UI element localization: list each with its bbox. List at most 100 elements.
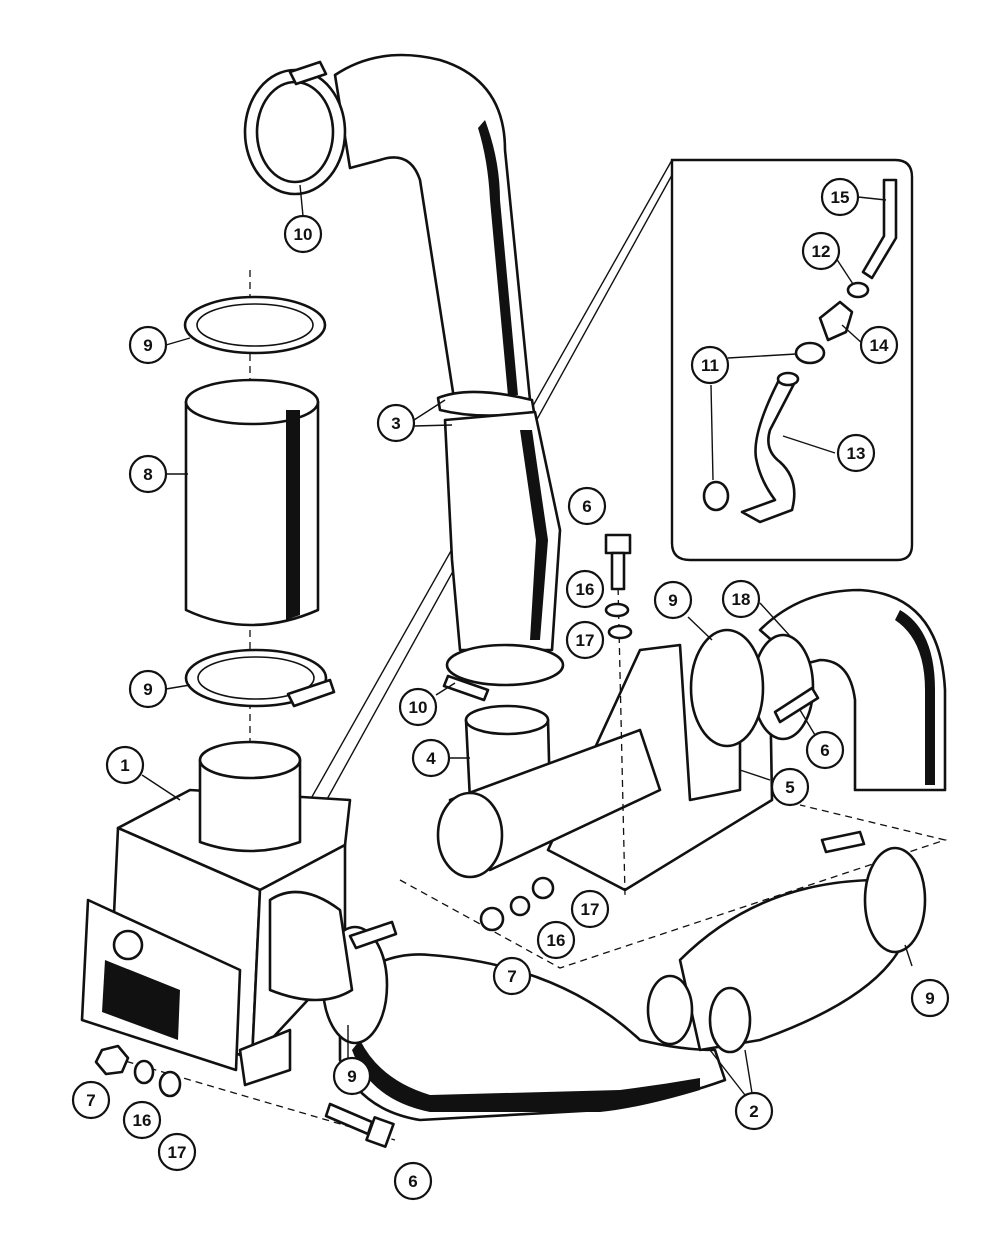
elbow-18 [758, 588, 947, 792]
pipe-2-elbow-section [338, 953, 727, 1122]
fastener-stack-middle [479, 876, 555, 932]
callout-6-a: 6 [567, 486, 607, 526]
washer-16-upper [604, 602, 630, 618]
svg-text:1: 1 [120, 756, 129, 775]
washer-17-upper [607, 624, 633, 640]
leader-18 [759, 602, 791, 637]
svg-text:7: 7 [86, 1091, 95, 1110]
svg-text:5: 5 [785, 778, 794, 797]
callout-9-e: 9 [910, 978, 950, 1018]
washer-16-lower [133, 1059, 155, 1085]
clamp-9-lower-inner [197, 656, 315, 700]
washer-17-middle [531, 876, 555, 900]
box-1-outlet-rim [198, 740, 302, 780]
svg-text:9: 9 [347, 1067, 356, 1086]
svg-text:16: 16 [133, 1111, 152, 1130]
leader-10-top [299, 184, 304, 217]
bolt-6-head-upper [604, 533, 632, 555]
callout-18: 18 [721, 579, 761, 619]
callout-6-c: 6 [393, 1161, 433, 1201]
hose-13-end [776, 371, 800, 387]
svg-text:9: 9 [925, 989, 934, 1008]
callout-3: 3 [376, 403, 416, 443]
svg-text:17: 17 [581, 900, 600, 919]
callout-9-d: 9 [332, 1056, 372, 1096]
callout-8: 8 [128, 454, 168, 494]
leaders [141, 184, 913, 1096]
clamp-9-right-screw [820, 830, 866, 854]
clamp-9-upper [183, 295, 327, 355]
bolt-6-bracket [773, 686, 820, 724]
callout-9-a: 9 [128, 325, 168, 365]
part-4-5-18-assembly [399, 588, 948, 969]
callout-1: 1 [105, 745, 145, 785]
pipe-3-upper [333, 53, 532, 407]
callout-16-c: 16 [122, 1100, 162, 1140]
nut-7-lower [94, 1044, 130, 1076]
leader-9-c [165, 684, 191, 690]
svg-text:18: 18 [732, 590, 751, 609]
clamp-10-lower-screw [442, 674, 490, 702]
detail-inset-frame [670, 158, 914, 562]
tee-pipe-4-branch-rim [464, 704, 550, 736]
callout-10-top: 10 [283, 214, 323, 254]
callout-7-a: 7 [492, 956, 532, 996]
svg-text:7: 7 [507, 967, 516, 986]
leader-2-b [744, 1049, 753, 1094]
clamp-10-screw [288, 60, 328, 86]
sleeve-assembly [183, 270, 336, 760]
fastener-stack-upper [604, 533, 633, 896]
dash-frame-bracket [399, 804, 948, 969]
svg-text:9: 9 [143, 680, 152, 699]
clamp-10-top-inner [255, 80, 335, 184]
nut-14 [818, 300, 854, 342]
svg-text:13: 13 [847, 444, 866, 463]
bolt-6-lower [324, 1102, 374, 1136]
tee-pipe-4-mouth [436, 791, 504, 879]
pipe-2-cut-a [646, 974, 694, 1046]
part-1-heater-box [80, 740, 352, 1087]
sleeve-8-shading [286, 410, 300, 620]
washer-17-lower [158, 1070, 182, 1098]
clip-11-lower [702, 480, 730, 512]
svg-text:16: 16 [576, 580, 595, 599]
callout-2: 2 [734, 1091, 774, 1131]
leader-9-b [687, 616, 713, 641]
callout-17-a: 17 [565, 620, 605, 660]
svg-text:16: 16 [547, 931, 566, 950]
svg-text:9: 9 [143, 336, 152, 355]
box-1-face-grille [102, 960, 180, 1040]
callout-17-c: 17 [157, 1132, 197, 1172]
box-1-mount-flange [238, 1028, 292, 1087]
washer-16-middle [509, 895, 531, 917]
leader-3-a [413, 399, 446, 421]
part-2-pipe-assembly [268, 830, 927, 1122]
svg-text:6: 6 [582, 497, 591, 516]
pipe-3-lower-shading [520, 430, 548, 640]
clamp-10-lower [445, 643, 565, 687]
leader-5 [739, 769, 771, 781]
elbow-18-shading [895, 610, 935, 785]
leader-3-b [413, 424, 453, 427]
detail-inset [299, 158, 914, 831]
callout-16-a: 16 [565, 569, 605, 609]
leader-11-a [727, 353, 797, 359]
svg-text:11: 11 [701, 356, 719, 375]
clamp-9-right [863, 846, 927, 954]
part-3-pipe-assembly [243, 53, 565, 702]
callout-9-b: 9 [653, 580, 693, 620]
clamp-9-lower-screw [286, 678, 336, 708]
leader-10-b [435, 682, 456, 696]
washer-12 [846, 281, 870, 299]
leader-6-b [799, 709, 816, 736]
clip-11-upper [794, 341, 826, 365]
callout-15: 15 [820, 177, 860, 217]
callout-14: 14 [859, 325, 899, 365]
leader-2-a [709, 1049, 746, 1096]
pipe-3-shading [478, 120, 518, 396]
callouts: 10 15 1 2 14 11 13 9 8 3 6 16 17 9 18 9 1… [71, 177, 950, 1201]
svg-text:10: 10 [294, 225, 313, 244]
callout-7-b: 7 [71, 1080, 111, 1120]
hose-13 [740, 376, 798, 524]
svg-text:4: 4 [426, 749, 436, 768]
